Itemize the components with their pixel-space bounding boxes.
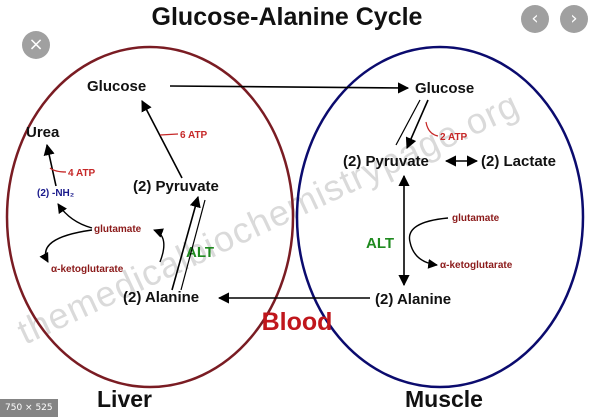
liver-nh2: (2) -NH₂ [37,188,74,199]
chevron-right-icon: › [570,8,578,29]
liver-urea: Urea [26,124,60,141]
arrow-nh2-to-urea [43,143,57,187]
liver-label: Liver [97,386,152,412]
liver-atp-6: 6 ATP [180,130,208,141]
muscle-atp-2: 2 ATP [440,132,468,143]
liver-alt: ALT [186,244,214,261]
liver-pyruvate: (2) Pyruvate [133,178,219,195]
arrow-pyruvate-to-glucose [141,100,183,179]
liver-glucose: Glucose [87,78,146,95]
diagram-title: Glucose-Alanine Cycle [152,3,423,31]
muscle-pyruvate: (2) Pyruvate [343,153,429,170]
arrow-atp2-branch [425,121,439,137]
arrow-glutamate-to-nh2 [57,203,93,229]
chevron-left-icon: ‹ [531,8,539,29]
image-size-badge: 750 × 525 [0,399,58,417]
arrow-atp4-branch [49,167,67,173]
arrow-alanine-to-pyruvate [171,195,201,291]
muscle-ketoglutarate: α-ketoglutarate [440,260,513,271]
arrow-alt-muscle-cycle [408,217,449,269]
muscle-glucose: Glucose [415,80,474,97]
arrow-glutamate-to-ketoglutarate [39,229,93,263]
arrow-glucose-to-pyruvate [405,99,429,150]
muscle-compartment [295,45,585,389]
liver-alanine: (2) Alanine [123,289,199,306]
blood-label: Blood [262,308,333,336]
close-icon: × [28,34,44,55]
arrow-glucose-to-pyruvate-2 [395,99,421,146]
muscle-lactate: (2) Lactate [481,153,556,170]
liver-glutamate: glutamate [94,224,142,235]
next-image-button[interactable]: › [560,5,588,33]
liver-compartment [5,45,295,389]
arrow-alt-to-glutamate [153,228,165,263]
arrow-alanine-to-pyruvate-2 [180,199,206,291]
arrow-atp6-branch [159,133,179,136]
muscle-alanine: (2) Alanine [375,291,451,308]
liver-ketoglutarate: α-ketoglutarate [51,264,124,275]
arrow-liver-glucose-to-muscle [169,82,410,94]
muscle-alt: ALT [366,235,394,252]
previous-image-button[interactable]: ‹ [521,5,549,33]
close-button[interactable]: × [22,31,50,59]
liver-atp-4: 4 ATP [68,168,96,179]
muscle-glutamate: glutamate [452,213,500,224]
muscle-label: Muscle [405,386,483,412]
